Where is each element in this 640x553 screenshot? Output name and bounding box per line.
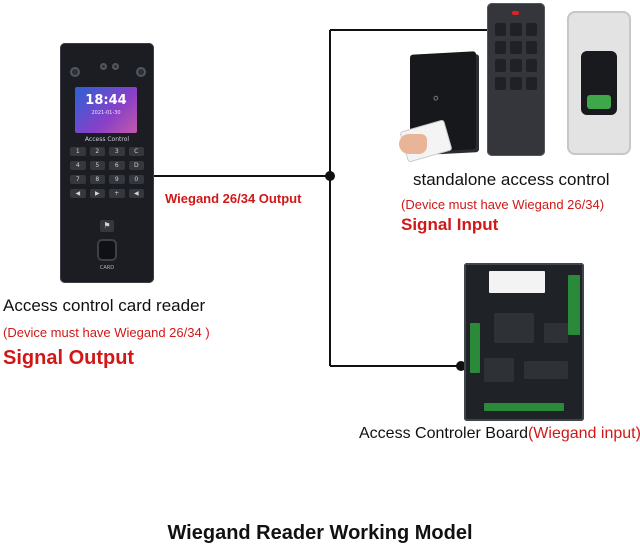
hand-image <box>399 134 427 154</box>
keypad-key <box>525 41 537 54</box>
board-chip <box>484 358 514 382</box>
junction-dot <box>325 171 335 181</box>
controller-board <box>464 263 584 421</box>
key: 7 <box>70 175 86 184</box>
sensor-center-icon <box>112 63 119 70</box>
card-text: CARD <box>99 265 115 271</box>
board-sticker <box>489 271 545 293</box>
keypad-key <box>510 59 522 72</box>
status-led <box>512 11 519 15</box>
keypad-key <box>510 41 522 54</box>
screen-title: Access Control <box>84 136 130 143</box>
standalone-title: standalone access control <box>413 170 610 189</box>
reader-screen: 18:44 2021-01-30 <box>75 87 137 133</box>
board-chip <box>494 313 534 343</box>
rfid-icon: ⚬ <box>430 90 442 107</box>
key: 2 <box>89 147 105 156</box>
key: 1 <box>70 147 86 156</box>
reader-keypad: 1 2 3 C 4 5 6 D 7 8 9 0 ◀ ▶ + ◀ <box>70 147 144 198</box>
key: 9 <box>109 175 125 184</box>
fingerprint-reader-device <box>567 11 631 155</box>
reader-signal: Signal Output <box>3 347 135 369</box>
model-title: Wiegand Reader Working Model <box>167 522 473 544</box>
wiegand-output-label: Wiegand 26/34 Output <box>165 191 302 206</box>
keypad-key <box>525 23 537 36</box>
screen-clock: 18:44 <box>85 93 127 108</box>
terminal-block <box>470 323 480 373</box>
key: 4 <box>70 161 86 170</box>
bell-icon: ⚑ <box>100 220 114 232</box>
terminal-block <box>568 275 580 335</box>
keypad-key <box>495 23 507 36</box>
keypad-key <box>525 77 537 90</box>
board-chip <box>524 361 568 379</box>
board-connection-dot <box>456 361 466 371</box>
standalone-signal: Signal Input <box>401 215 499 234</box>
screen-date: 2021-01-30 <box>91 110 121 116</box>
board-chip <box>544 323 568 343</box>
key: 6 <box>109 161 125 170</box>
fingerprint-window <box>587 95 611 109</box>
camera-left-icon <box>70 67 80 77</box>
reader-note: (Device must have Wiegand 26/34 ) <box>3 325 210 340</box>
board-label: Access Controler Board(Wiegand input) <box>359 425 640 443</box>
keypad-key <box>495 41 507 54</box>
key: C <box>128 147 144 156</box>
card-reader-device: 18:44 2021-01-30 Access Control 1 2 3 C … <box>60 43 154 283</box>
key: ▶ <box>89 189 105 198</box>
key: 5 <box>89 161 105 170</box>
keypad-device <box>487 3 545 156</box>
board-title: Access Controler Board <box>359 425 528 442</box>
standalone-note: (Device must have Wiegand 26/34) <box>401 197 605 212</box>
keypad-key <box>510 77 522 90</box>
camera-right-icon <box>136 67 146 77</box>
key: ◀ <box>70 189 86 198</box>
keypad-grid <box>495 23 537 90</box>
keypad-key <box>495 77 507 90</box>
key: D <box>128 161 144 170</box>
board-input: (Wiegand input) <box>527 425 640 442</box>
fingerprint-sensor <box>97 239 117 261</box>
keypad-key <box>495 59 507 72</box>
keypad-key <box>525 59 537 72</box>
key: 0 <box>128 175 144 184</box>
camera-center-icon <box>100 63 107 70</box>
key: ◀ <box>128 189 144 198</box>
key: + <box>109 189 125 198</box>
reader-title: Access control card reader <box>3 296 206 315</box>
key: 8 <box>89 175 105 184</box>
key: 3 <box>109 147 125 156</box>
keypad-key <box>510 23 522 36</box>
terminal-block <box>484 403 564 411</box>
